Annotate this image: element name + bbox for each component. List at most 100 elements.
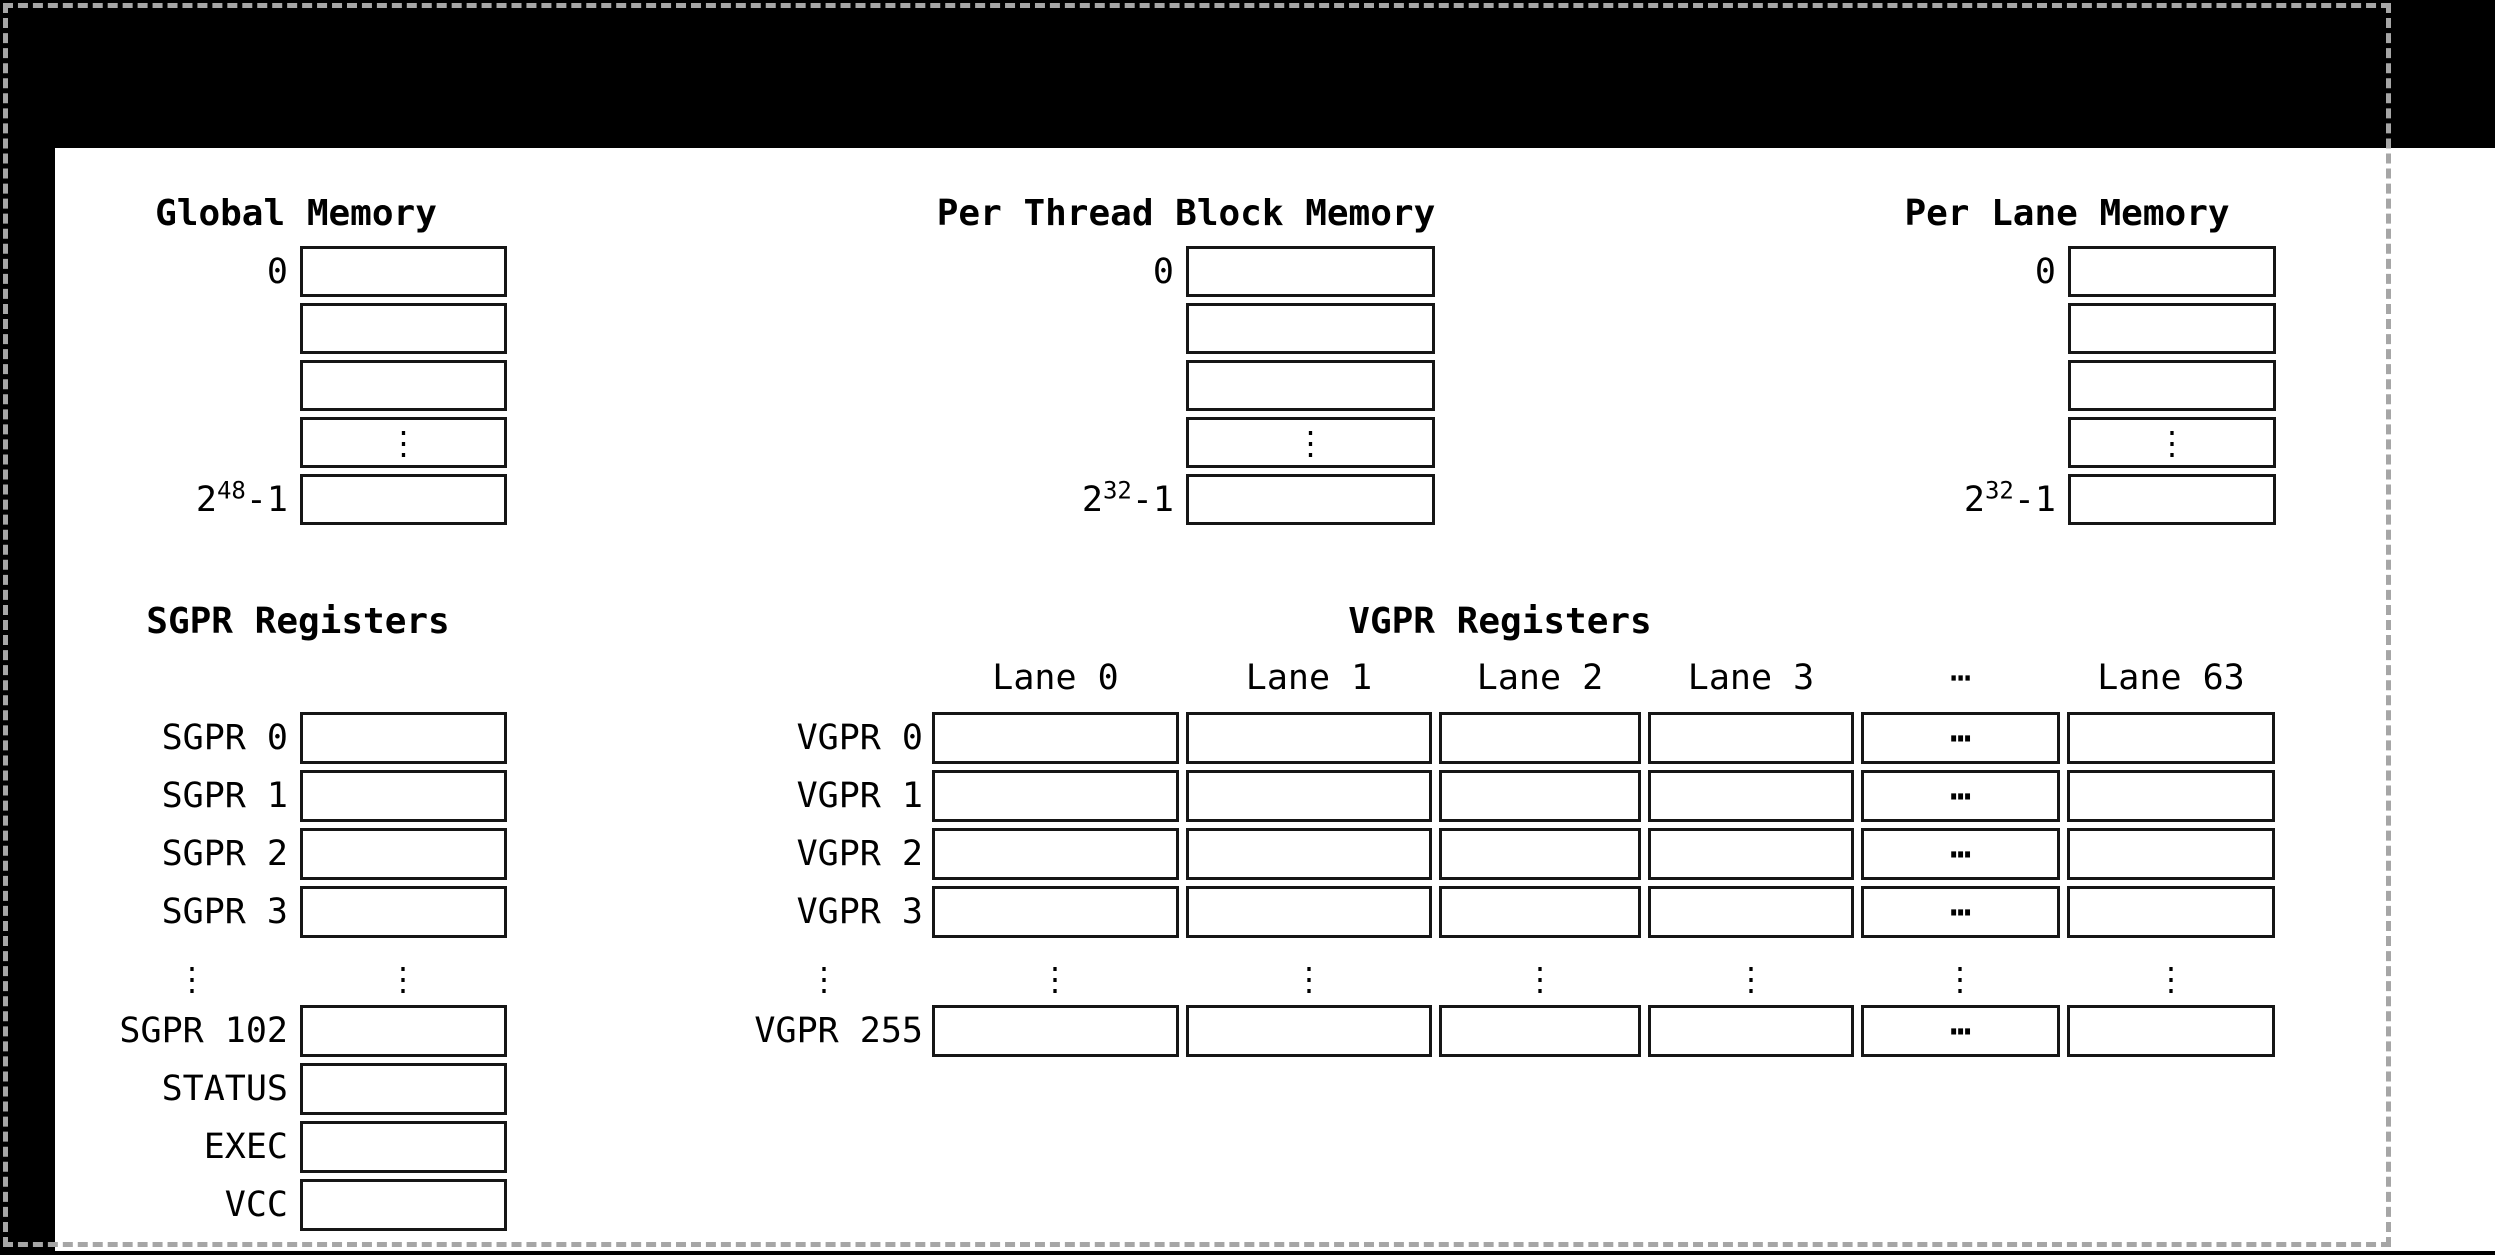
vgpr-cell xyxy=(1439,886,1641,938)
sgpr-row-label: SGPR 3 xyxy=(161,892,288,932)
vgpr-cell xyxy=(932,770,1179,822)
sgpr-register-box xyxy=(300,886,507,938)
sgpr-row-label: SGPR 2 xyxy=(161,834,288,874)
vgpr-cell-ellipsis: ⋯ xyxy=(1861,886,2060,938)
vgpr-cell xyxy=(1186,770,1432,822)
sgpr-registers-title: SGPR Registers xyxy=(146,601,450,642)
vgpr-cell xyxy=(1648,770,1854,822)
lane-header: Lane 2 xyxy=(1476,658,1604,698)
memory-cell xyxy=(2068,474,2276,525)
vgpr-cell xyxy=(932,712,1179,764)
memory-cell: ⋮ xyxy=(1186,417,1435,468)
vertical-ellipsis-icon: ⋮ xyxy=(1039,960,1071,998)
vgpr-cell xyxy=(932,886,1179,938)
lane-header: Lane 1 xyxy=(1245,658,1373,698)
vgpr-cell xyxy=(1648,886,1854,938)
vgpr-cell xyxy=(1439,770,1641,822)
sgpr-register-box xyxy=(300,1121,507,1173)
vgpr-cell xyxy=(1186,1005,1432,1057)
vertical-ellipsis-icon: ⋮ xyxy=(1944,960,1976,998)
memory-cell xyxy=(2068,360,2276,411)
vgpr-cell xyxy=(1439,712,1641,764)
memory-cell xyxy=(300,360,507,411)
lane-memory-title: Per Lane Memory xyxy=(1904,193,2230,234)
sgpr-register-box xyxy=(300,1179,507,1231)
global-memory-title: Global Memory xyxy=(155,193,437,234)
memory-cell: ⋮ xyxy=(300,417,507,468)
thread-block-memory-bottom-address: 232-1 xyxy=(1081,475,1174,520)
memory-cell xyxy=(1186,303,1435,354)
vgpr-row-label: VGPR 255 xyxy=(754,1011,923,1051)
lane-memory-bottom-address: 232-1 xyxy=(1963,475,2056,520)
vgpr-cell-ellipsis: ⋯ xyxy=(1861,712,2060,764)
vgpr-registers-title: VGPR Registers xyxy=(1348,601,1652,642)
memory-cell xyxy=(300,303,507,354)
vgpr-cell-ellipsis: ⋯ xyxy=(1861,1005,2060,1057)
memory-cell xyxy=(300,474,507,525)
thread-block-memory-title: Per Thread Block Memory xyxy=(936,193,1436,234)
sgpr-register-box xyxy=(300,828,507,880)
vertical-ellipsis-icon: ⋮ xyxy=(2156,423,2188,462)
global-memory-bottom-address: 248-1 xyxy=(195,475,288,520)
vgpr-cell-ellipsis: ⋯ xyxy=(1861,770,2060,822)
vgpr-cell xyxy=(932,828,1179,880)
lane-header: Lane 3 xyxy=(1687,658,1815,698)
lane-header: Lane 63 xyxy=(2097,658,2245,698)
vgpr-cell xyxy=(2067,828,2275,880)
sgpr-register-box xyxy=(300,712,507,764)
sgpr-row-label: VCC xyxy=(224,1185,288,1225)
vgpr-cell xyxy=(2067,886,2275,938)
sgpr-register-box xyxy=(300,770,507,822)
vertical-ellipsis-icon: ⋮ xyxy=(1735,960,1767,998)
sgpr-register-box xyxy=(300,1005,507,1057)
vgpr-cell xyxy=(2067,770,2275,822)
lane-memory-top-address: 0 xyxy=(2034,251,2056,292)
vgpr-cell xyxy=(2067,1005,2275,1057)
vgpr-row-label: VGPR 3 xyxy=(796,892,923,932)
memory-cell xyxy=(2068,246,2276,297)
memory-cell xyxy=(1186,360,1435,411)
vertical-ellipsis-icon: ⋮ xyxy=(1293,960,1325,998)
vgpr-cell xyxy=(2067,712,2275,764)
vgpr-cell xyxy=(1648,1005,1854,1057)
vertical-ellipsis-icon: ⋮ xyxy=(1524,960,1556,998)
memory-cell xyxy=(1186,474,1435,525)
lane-header-ellipsis: ⋯ xyxy=(1949,658,1972,698)
sgpr-row-label: SGPR 1 xyxy=(161,776,288,816)
memory-cell: ⋮ xyxy=(2068,417,2276,468)
vgpr-cell xyxy=(1186,712,1432,764)
global-memory-top-address: 0 xyxy=(266,251,288,292)
vertical-ellipsis-icon: ⋮ xyxy=(1294,423,1327,462)
horizontal-ellipsis-icon: ⋯ xyxy=(1950,834,1971,874)
vgpr-cell xyxy=(1648,828,1854,880)
sgpr-row-label: SGPR 0 xyxy=(161,718,288,758)
horizontal-ellipsis-icon: ⋯ xyxy=(1950,1011,1971,1051)
sgpr-row-label: STATUS xyxy=(161,1069,288,1109)
horizontal-ellipsis-icon: ⋯ xyxy=(1950,776,1971,816)
horizontal-ellipsis-icon: ⋯ xyxy=(1950,892,1971,932)
vgpr-row-label: VGPR 1 xyxy=(796,776,923,816)
vgpr-cell xyxy=(1439,1005,1641,1057)
memory-cell xyxy=(1186,246,1435,297)
vertical-ellipsis-icon: ⋮ xyxy=(387,960,419,998)
memory-cell xyxy=(2068,303,2276,354)
vgpr-row-label: VGPR 0 xyxy=(796,718,923,758)
vgpr-cell-ellipsis: ⋯ xyxy=(1861,828,2060,880)
vertical-ellipsis-icon: ⋮ xyxy=(808,960,840,998)
vgpr-cell xyxy=(1648,712,1854,764)
sgpr-row-label: EXEC xyxy=(203,1127,288,1167)
vgpr-row-label: VGPR 2 xyxy=(796,834,923,874)
vgpr-cell xyxy=(1439,828,1641,880)
vertical-ellipsis-icon: ⋮ xyxy=(2155,960,2187,998)
vgpr-cell xyxy=(1186,828,1432,880)
vertical-ellipsis-icon: ⋮ xyxy=(176,960,208,998)
lane-header: Lane 0 xyxy=(992,658,1119,698)
sgpr-row-label: SGPR 102 xyxy=(119,1011,288,1051)
vgpr-cell xyxy=(1186,886,1432,938)
vgpr-cell xyxy=(932,1005,1179,1057)
vertical-ellipsis-icon: ⋮ xyxy=(387,423,420,462)
sgpr-register-box xyxy=(300,1063,507,1115)
horizontal-ellipsis-icon: ⋯ xyxy=(1950,718,1971,758)
thread-block-memory-top-address: 0 xyxy=(1152,251,1174,292)
